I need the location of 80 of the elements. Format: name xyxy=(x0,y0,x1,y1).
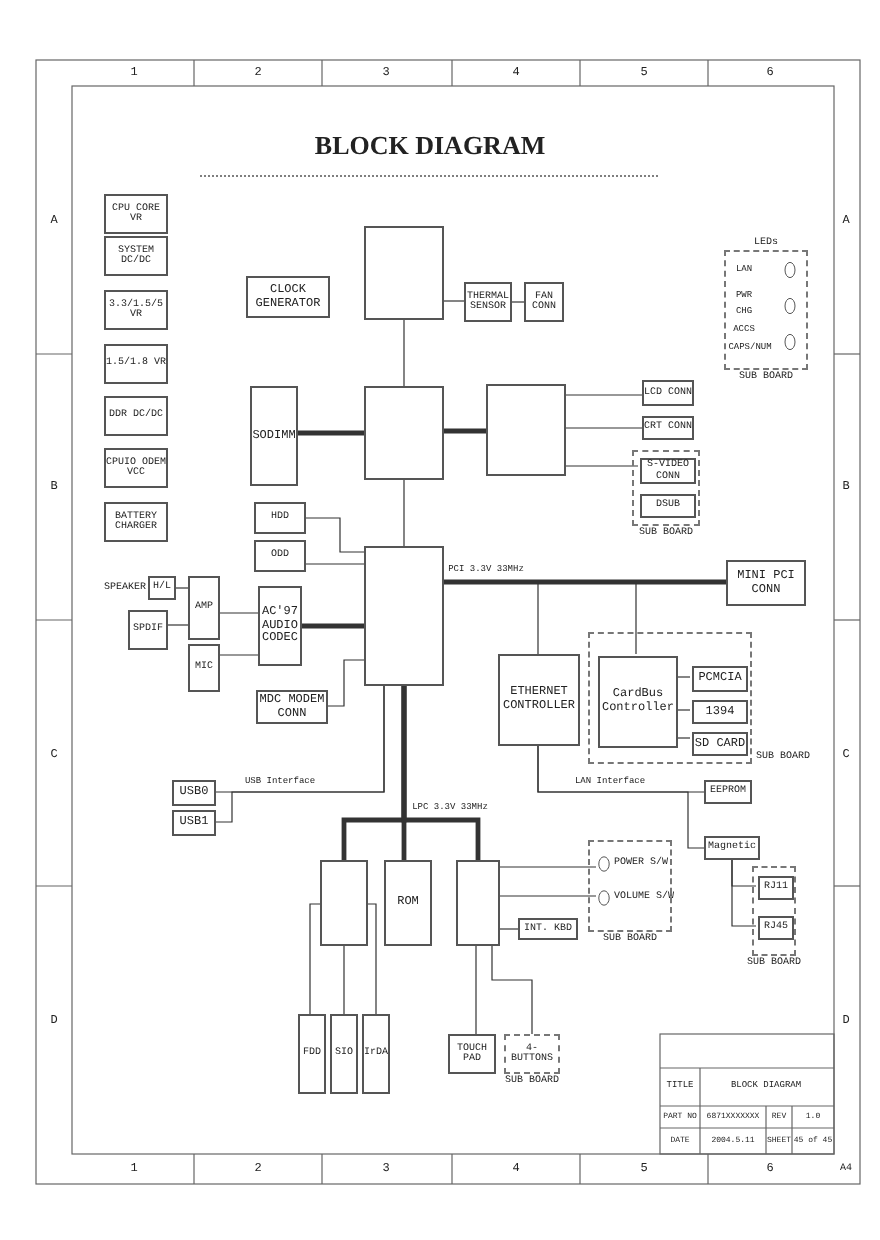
component-box xyxy=(128,610,168,650)
component-box xyxy=(104,344,168,384)
connector-line xyxy=(444,579,726,585)
chip-box xyxy=(364,546,444,686)
component-box xyxy=(498,654,580,746)
component-box xyxy=(104,194,168,234)
component-box xyxy=(298,1014,326,1094)
connector-line xyxy=(305,517,365,553)
chip-box xyxy=(456,860,500,946)
connector-line xyxy=(403,319,405,387)
component-box xyxy=(384,860,432,946)
component-box xyxy=(598,656,678,748)
component-box xyxy=(254,540,306,572)
component-box xyxy=(704,836,760,860)
connector-line xyxy=(511,301,525,303)
component-box xyxy=(258,586,302,666)
connector-line xyxy=(305,563,365,565)
diagram-title: BLOCK DIAGRAM xyxy=(314,130,546,162)
connector-line xyxy=(675,709,691,711)
component-box xyxy=(188,644,220,692)
component-box xyxy=(518,918,578,940)
connector-line xyxy=(491,945,533,1035)
connector-line xyxy=(443,300,465,302)
connector-line xyxy=(343,945,345,1015)
component-box xyxy=(104,290,168,330)
chip-box xyxy=(364,386,444,480)
component-box xyxy=(254,502,306,534)
component-box xyxy=(330,1014,358,1094)
connector-line xyxy=(219,612,259,614)
component-box xyxy=(640,458,696,484)
component-box xyxy=(104,236,168,276)
component-box xyxy=(642,380,694,406)
component-box xyxy=(104,502,168,542)
component-box xyxy=(448,1034,496,1074)
component-box xyxy=(524,282,564,322)
component-box xyxy=(172,780,216,806)
component-box xyxy=(692,700,748,724)
component-box xyxy=(246,276,330,318)
connector-line xyxy=(401,686,481,860)
component-box xyxy=(104,448,168,488)
component-box xyxy=(726,560,806,606)
connector-line xyxy=(327,659,365,707)
connector-line xyxy=(537,745,705,849)
connector-line xyxy=(367,903,377,1015)
component-box xyxy=(464,282,512,322)
connector-line xyxy=(499,895,597,897)
connector-line xyxy=(675,676,691,678)
connector-line xyxy=(215,685,385,823)
connector-line xyxy=(499,866,597,868)
component-box xyxy=(640,494,696,518)
component-box xyxy=(692,732,748,756)
component-box xyxy=(704,780,752,804)
connector-line xyxy=(403,479,405,547)
component-box xyxy=(692,666,748,692)
connector-line xyxy=(219,654,259,656)
connector-line xyxy=(731,859,757,927)
component-box xyxy=(172,810,216,836)
connector-line xyxy=(675,737,691,739)
connector-line xyxy=(302,623,364,629)
chip-box xyxy=(320,860,368,946)
connector-line xyxy=(167,624,189,626)
component-box xyxy=(362,1014,390,1094)
connector-line xyxy=(175,587,189,589)
component-box xyxy=(758,916,794,940)
component-box xyxy=(188,576,220,640)
chip-box xyxy=(486,384,566,476)
connector-line xyxy=(565,465,639,467)
component-box xyxy=(104,396,168,436)
connector-line xyxy=(475,945,477,1035)
connector-line xyxy=(499,928,519,930)
connector-line xyxy=(309,903,321,1015)
connector-line xyxy=(444,428,486,434)
connector-line xyxy=(565,394,643,396)
component-box xyxy=(758,876,794,900)
connector-line xyxy=(298,430,364,436)
connector-line xyxy=(565,427,643,429)
component-box xyxy=(250,386,298,486)
chip-box xyxy=(364,226,444,320)
component-box xyxy=(642,416,694,440)
connector-line xyxy=(443,581,637,655)
